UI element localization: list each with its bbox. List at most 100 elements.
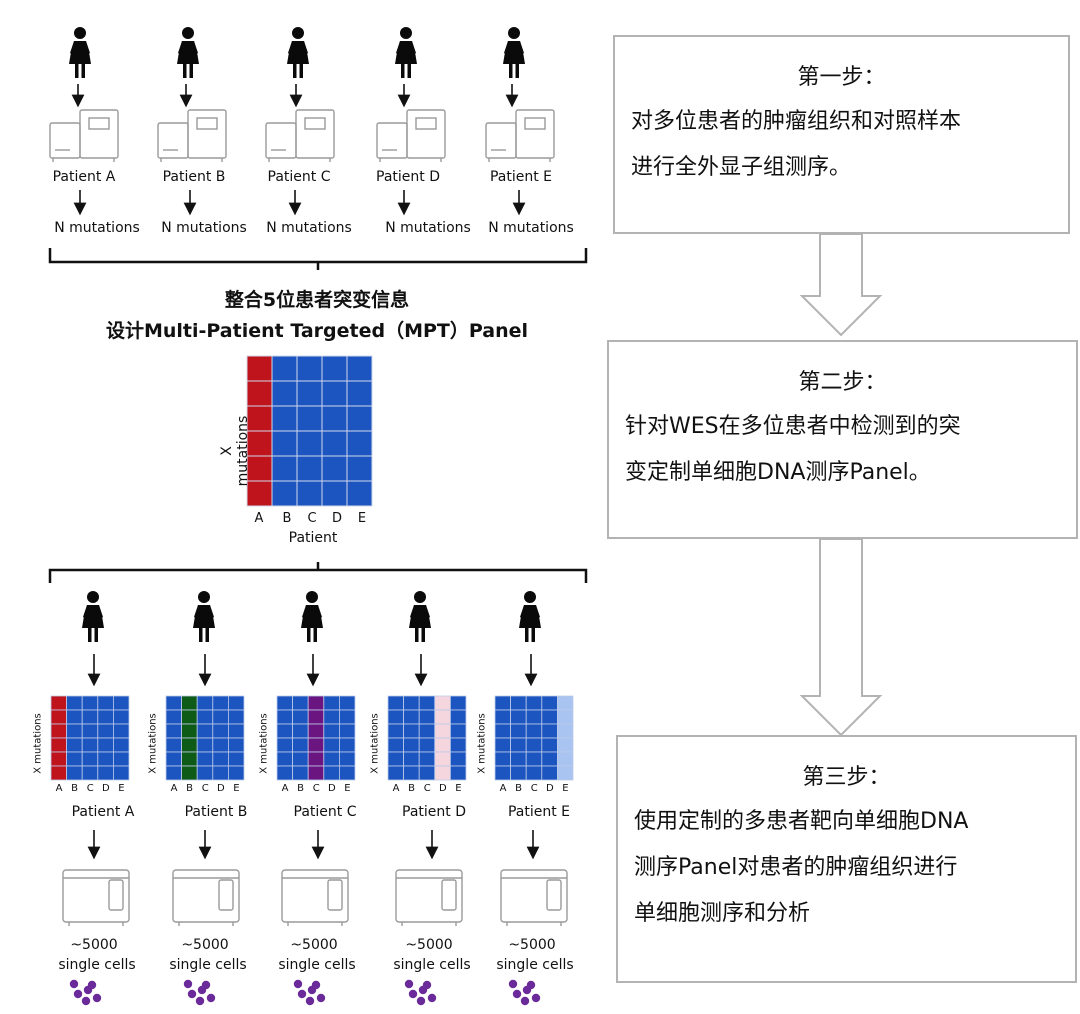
cell-count-sub: single cells — [169, 957, 247, 973]
mini-matrix-cell — [196, 709, 214, 725]
step3-title: 第三步： — [802, 765, 891, 790]
matrix-cell — [321, 355, 348, 382]
mini-matrix-cell — [323, 723, 340, 739]
patient-label-bottom: Patient E — [507, 804, 571, 820]
mini-matrix-cell — [227, 709, 245, 725]
mini-matrix-cell — [387, 751, 405, 767]
matrix-cell — [346, 405, 373, 432]
mini-matrix-cell — [449, 737, 467, 753]
person-icon — [287, 27, 309, 78]
mini-matrix-col-label: C — [312, 783, 320, 794]
mini-matrix-cell — [323, 751, 340, 767]
step3-line3: 单细胞测序和分析 — [634, 901, 811, 926]
mini-matrix-cell — [434, 765, 451, 781]
cell-count-sub: single cells — [393, 957, 471, 973]
mini-matrix-cell — [165, 737, 183, 753]
mutations-label: N mutations — [161, 220, 247, 236]
mini-matrix-cell — [541, 723, 558, 739]
mini-matrix-col-label: A — [392, 783, 400, 794]
mini-matrix-cell — [66, 709, 83, 725]
mini-matrix-cell — [510, 737, 527, 753]
step2-box: 第二步： 针对WES在多位患者中检测到的突 变定制单细胞DNA测序Panel。 — [607, 340, 1078, 539]
mini-matrix-cell — [113, 695, 130, 711]
cell-count-sub: single cells — [496, 957, 574, 973]
cell-count: ~5000 — [290, 937, 338, 953]
cell-count: ~5000 — [405, 937, 453, 953]
mini-matrix-cell — [387, 723, 405, 739]
mini-matrix-cell — [323, 695, 340, 711]
mini-matrix-cell — [510, 695, 527, 711]
cell-dot — [206, 993, 216, 1003]
mini-matrix-cell — [81, 723, 99, 739]
step2-title: 第二步： — [798, 370, 887, 395]
matrix-cell — [296, 380, 323, 407]
cell-dot — [293, 979, 303, 989]
mini-matrix-cell — [434, 723, 451, 739]
merge-brace-top — [48, 248, 588, 270]
mini-matrix-cell — [181, 695, 198, 711]
mini-matrix-cell — [525, 737, 543, 753]
mini-matrix-cell — [307, 709, 325, 725]
mini-matrix-cell — [227, 723, 245, 739]
cell-dot — [73, 989, 83, 999]
matrix-col-label: C — [307, 511, 317, 526]
mini-matrix-cell — [227, 765, 245, 781]
mini-matrix-cell — [338, 723, 356, 739]
mini-matrix-cell — [212, 723, 229, 739]
patient-label-bottom: Patient D — [402, 804, 466, 820]
mini-matrix-cell — [494, 709, 512, 725]
mini-matrix-cell — [434, 751, 451, 767]
mini-matrix-cell — [557, 709, 574, 725]
mini-matrix-cell — [494, 751, 512, 767]
mini-matrix-cell — [81, 695, 99, 711]
mini-matrix-ylabel: X mutations — [258, 713, 270, 774]
mini-matrix-col-label: D — [327, 783, 336, 794]
mini-matrix-col-label: A — [55, 783, 63, 794]
mini-matrix-cell — [276, 695, 294, 711]
matrix-ylabel: X mutations — [219, 415, 251, 487]
sequencer-icon — [157, 109, 227, 163]
mini-matrix-cell — [557, 737, 574, 753]
mini-matrix-ylabel: X mutations — [32, 713, 44, 774]
mini-matrix-cell — [494, 765, 512, 781]
mini-matrix-cell — [510, 709, 527, 725]
patient-label-top: Patient C — [267, 169, 331, 185]
matrix-cell — [321, 455, 348, 482]
mini-matrix-cell — [338, 751, 356, 767]
mini-matrix-cell — [81, 709, 99, 725]
patient-label-bottom: Patient A — [71, 804, 135, 820]
matrix-cell — [296, 480, 323, 507]
matrix-col-label: D — [331, 511, 343, 526]
mini-matrix-cell — [66, 695, 83, 711]
mini-matrix-cell — [323, 765, 340, 781]
mini-matrix-cell — [113, 709, 130, 725]
step3-line1: 使用定制的多患者靶向单细胞DNA — [634, 809, 969, 834]
mini-matrix-cell — [403, 737, 420, 753]
mini-matrix-cell — [510, 723, 527, 739]
mini-matrix-cell — [403, 695, 420, 711]
mini-matrix-cell — [292, 751, 309, 767]
mini-matrix-col-label: C — [423, 783, 431, 794]
mini-matrix-cell — [181, 765, 198, 781]
matrix-xlabel: Patient — [288, 530, 338, 546]
mini-matrix-col-label: C — [530, 783, 538, 794]
mini-matrix-cell — [97, 709, 114, 725]
mini-matrix-col-label: A — [499, 783, 507, 794]
cell-dot — [408, 989, 418, 999]
person-icon — [193, 591, 215, 642]
cell-dot — [404, 979, 414, 989]
matrix-cell — [296, 355, 323, 382]
mini-matrix-cell — [292, 737, 309, 753]
mini-matrix-cell — [292, 723, 309, 739]
mini-matrix-col-label: E — [233, 783, 240, 794]
mini-matrix-col-label: B — [297, 783, 305, 794]
mini-matrix-cell — [449, 695, 467, 711]
mini-matrix-ylabel: X mutations — [369, 713, 381, 774]
person-icon — [503, 27, 525, 78]
mini-matrix-cell — [66, 765, 83, 781]
mini-matrix-col-label: B — [71, 783, 79, 794]
mini-matrix-cell — [66, 737, 83, 753]
mini-matrix-cell — [292, 695, 309, 711]
mini-matrix-cell — [307, 765, 325, 781]
mini-matrix-col-label: D — [101, 783, 110, 794]
